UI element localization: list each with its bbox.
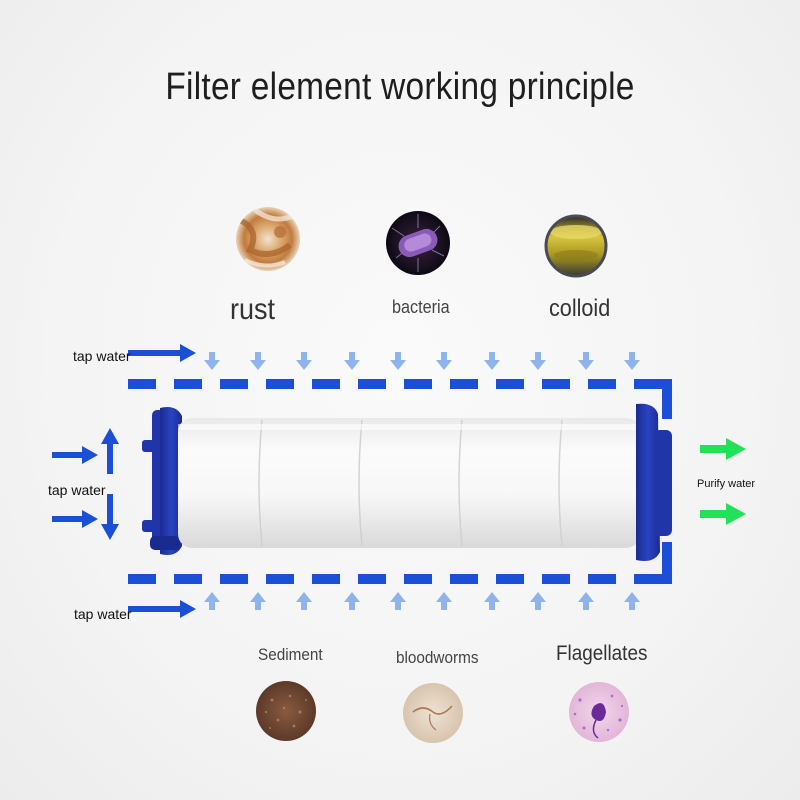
bacteria-icon <box>386 211 450 275</box>
rust-texture-icon <box>236 207 300 271</box>
label-bacteria: bacteria <box>392 297 450 317</box>
page-title: Filter element working principle <box>165 66 635 108</box>
label-colloid: colloid <box>549 295 611 322</box>
inflow-arrows-top <box>204 352 640 370</box>
label-tap-water-left: tap water <box>48 482 106 498</box>
flagellate-icon <box>569 682 629 742</box>
purify-water-arrows <box>700 438 746 525</box>
label-purify-water: Purify water <box>697 478 756 490</box>
label-rust: rust <box>230 293 276 326</box>
label-sediment: Sediment <box>258 645 323 664</box>
inflow-arrows-bottom <box>204 592 640 610</box>
filter-cartridge <box>142 403 672 561</box>
bloodworm-icon <box>403 683 463 743</box>
flow-path-dashed <box>128 379 672 584</box>
label-flagellates: Flagellates <box>556 642 648 665</box>
colloid-icon <box>544 214 608 278</box>
tap-water-arrow-bottom <box>128 600 196 618</box>
tap-water-arrow-top <box>128 344 196 362</box>
tap-water-arrows-left <box>52 428 119 540</box>
label-tap-water-top: tap water <box>73 348 131 364</box>
sediment-texture-icon <box>256 681 316 741</box>
label-bloodworms: bloodworms <box>396 648 479 667</box>
label-tap-water-bottom: tap water <box>74 606 132 622</box>
